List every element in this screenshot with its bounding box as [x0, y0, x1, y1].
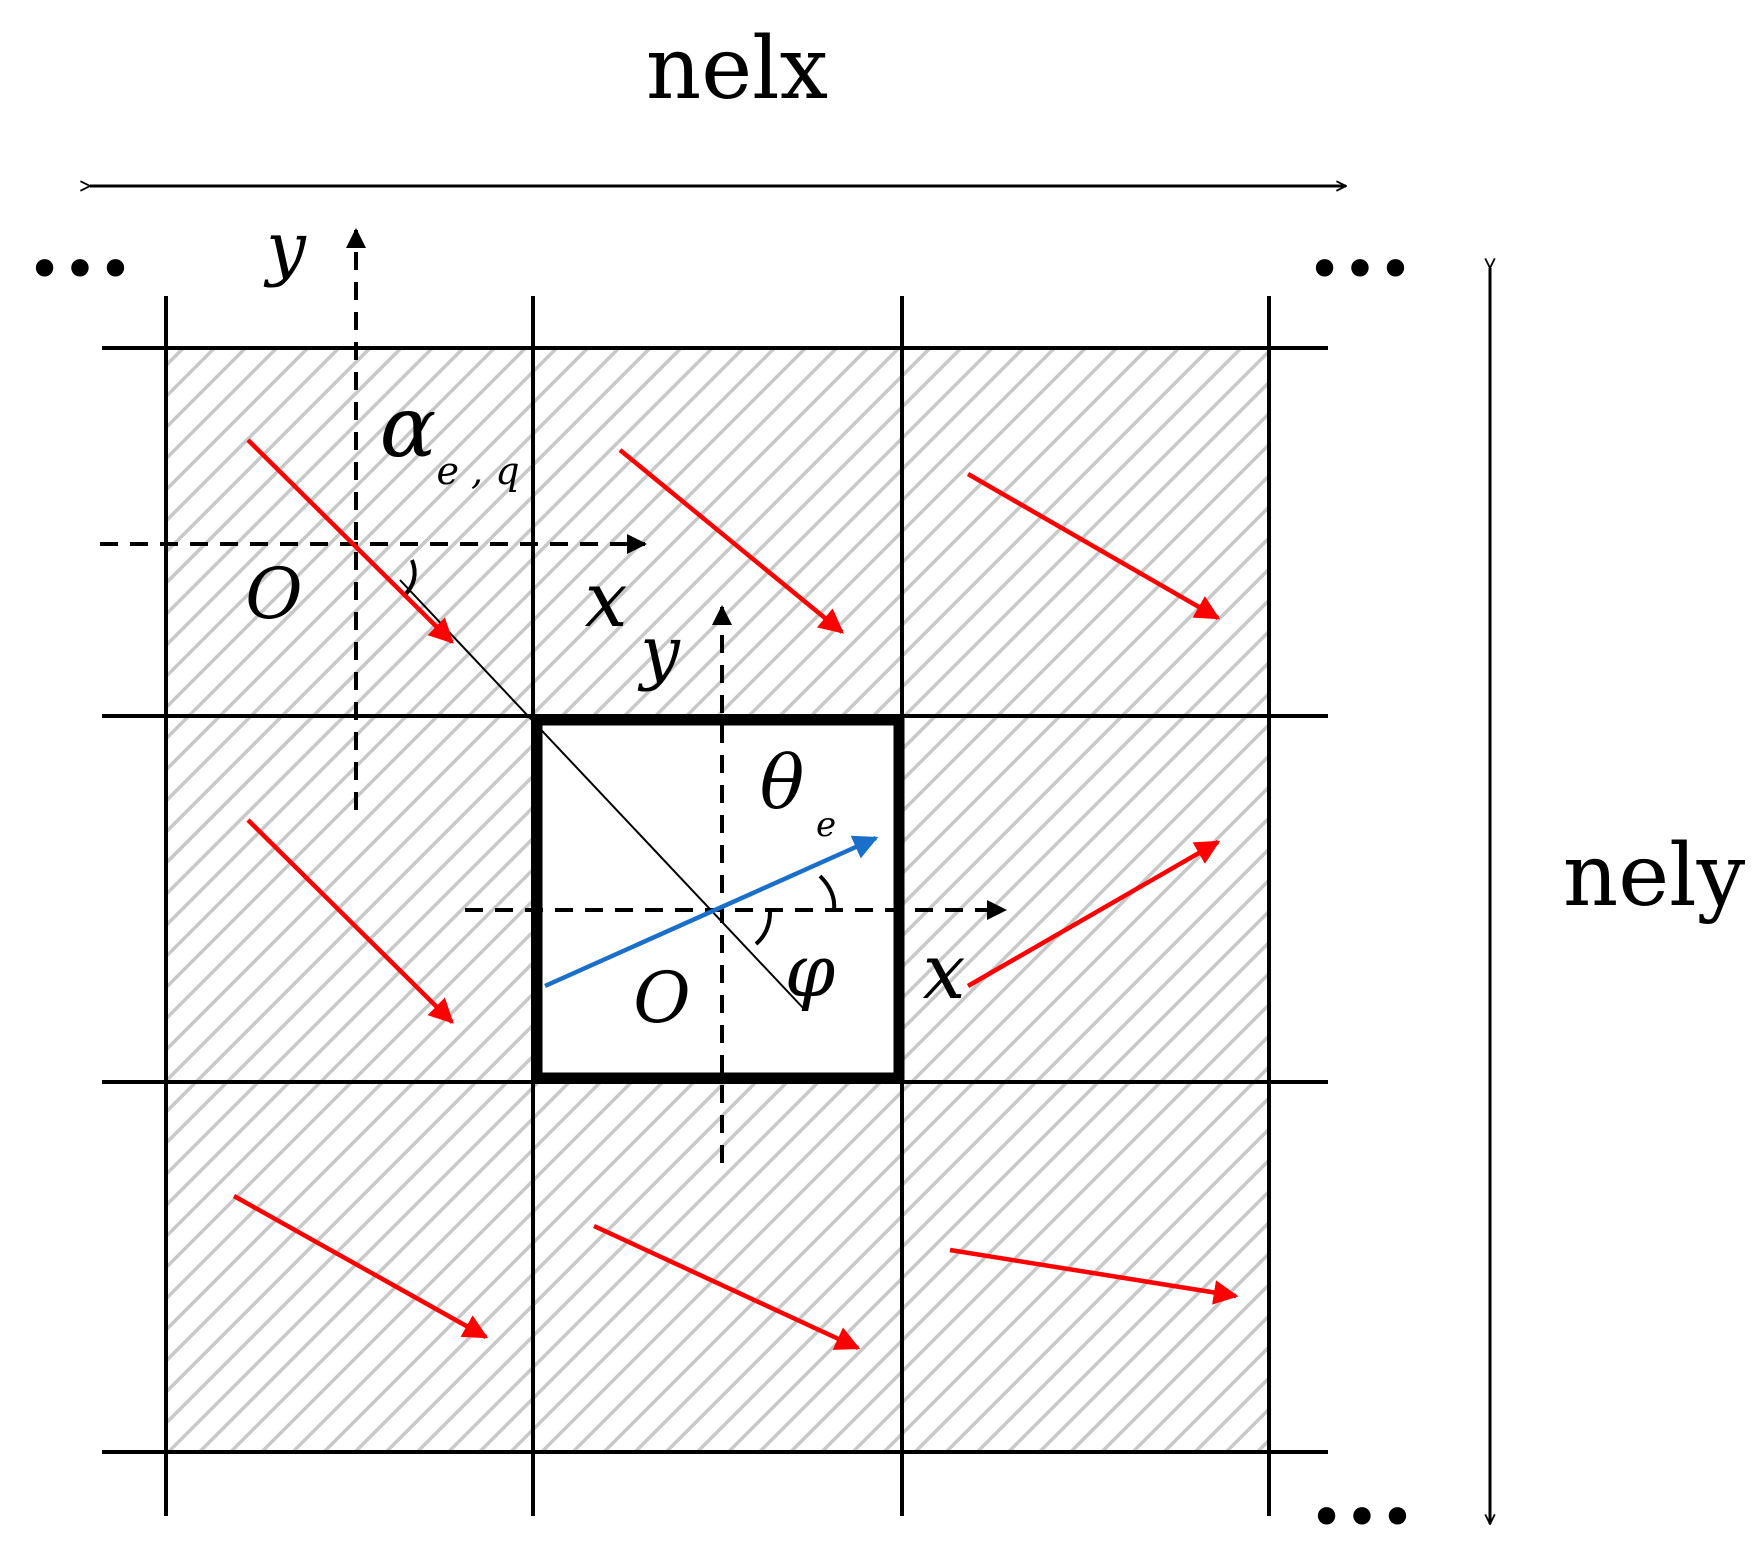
arrow-r2c3 — [966, 840, 1221, 988]
local-axes-center — [465, 605, 1007, 1163]
phi-label: φ — [785, 929, 836, 1013]
cell-r1c1 — [166, 348, 533, 716]
arrow-r3c1 — [232, 1194, 489, 1339]
ellipsis-bottom-right: ••• — [1309, 1483, 1415, 1551]
arrow-r3c3 — [949, 1247, 1239, 1305]
alpha-subscript: e , q — [436, 449, 519, 493]
nelx-label: nelx — [646, 19, 828, 119]
center-x-label: x — [923, 927, 966, 1016]
local-axes-upper — [100, 228, 647, 810]
arrow-r1c3 — [966, 472, 1221, 620]
arrow-r2c1 — [246, 818, 454, 1024]
cell-r3c1 — [166, 1082, 533, 1452]
cell-r2c1 — [166, 716, 533, 1082]
upper-x-label: x — [585, 555, 628, 644]
center-y-label: y — [637, 611, 681, 693]
alpha-label: α — [380, 378, 437, 476]
theta-angle-arc — [818, 874, 837, 911]
ellipsis-top-left: ••• — [27, 235, 133, 305]
ellipsis-top-right: ••• — [1307, 235, 1413, 305]
arrow-r1c1 — [246, 438, 454, 644]
central-element — [531, 714, 905, 1084]
upper-y-label: y — [263, 207, 307, 289]
cell-r2c3 — [902, 716, 1269, 1082]
phi-angle-arc — [754, 911, 772, 946]
arrow-r3c2 — [593, 1223, 861, 1351]
neighbor-orientation-arrows — [232, 438, 1239, 1351]
cell-r3c2 — [533, 1082, 902, 1452]
theta-subscript: e — [816, 805, 836, 845]
cell-r1c3 — [902, 348, 1269, 716]
central-orientation-arrow — [544, 835, 879, 989]
hatched-cells — [166, 348, 1269, 1452]
arrow-r1c2 — [618, 448, 844, 634]
center-origin-label: O — [633, 957, 690, 1039]
cell-r3c3 — [902, 1082, 1269, 1452]
theta-label: θ — [760, 740, 805, 826]
diagonal-reference-line — [399, 579, 806, 1011]
alpha-angle-arc — [402, 559, 417, 598]
upper-origin-label: O — [245, 553, 302, 635]
nely-label: nely — [1563, 826, 1746, 926]
